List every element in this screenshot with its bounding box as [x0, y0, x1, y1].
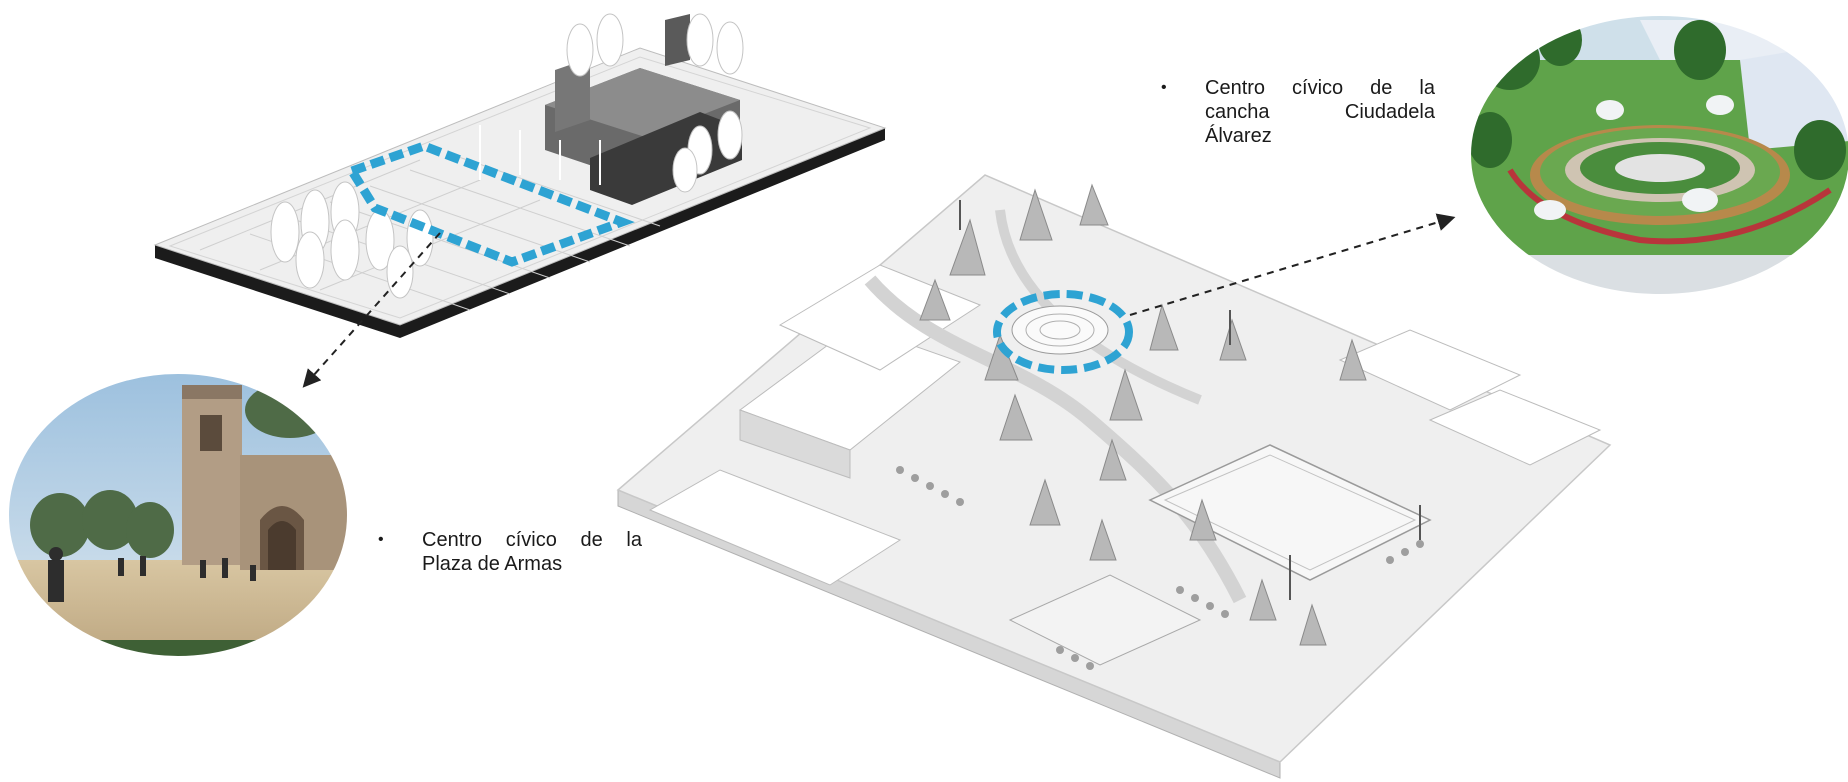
- plaza-caption-text: Centro cívico de la Plaza de Armas: [422, 529, 642, 575]
- amphitheater: [1011, 305, 1109, 355]
- cancha-caption: • Centro cívico de la cancha Ciudadela Á…: [1161, 76, 1435, 148]
- bullet-icon: •: [378, 531, 384, 548]
- cancha-photo: [1470, 15, 1848, 295]
- cancha-caption-line-3: Álvarez: [1205, 125, 1272, 147]
- cancha-caption-line-2: cancha Ciudadela: [1205, 101, 1435, 123]
- plaza-photo: [8, 373, 348, 657]
- plaza-caption: • Centro cívico de la Plaza de Armas: [378, 528, 642, 576]
- plaza-highlight-outline: [345, 141, 635, 267]
- dashed-arrow-icon: [302, 232, 441, 388]
- bullet-icon: •: [1161, 79, 1167, 96]
- site-model: [616, 174, 1612, 779]
- plaza-model: [153, 13, 887, 338]
- dashed-arrow-icon: [1129, 213, 1456, 316]
- cancha-caption-line-1: Centro cívico de la: [1205, 77, 1435, 99]
- cancha-highlight-outline: [993, 290, 1133, 374]
